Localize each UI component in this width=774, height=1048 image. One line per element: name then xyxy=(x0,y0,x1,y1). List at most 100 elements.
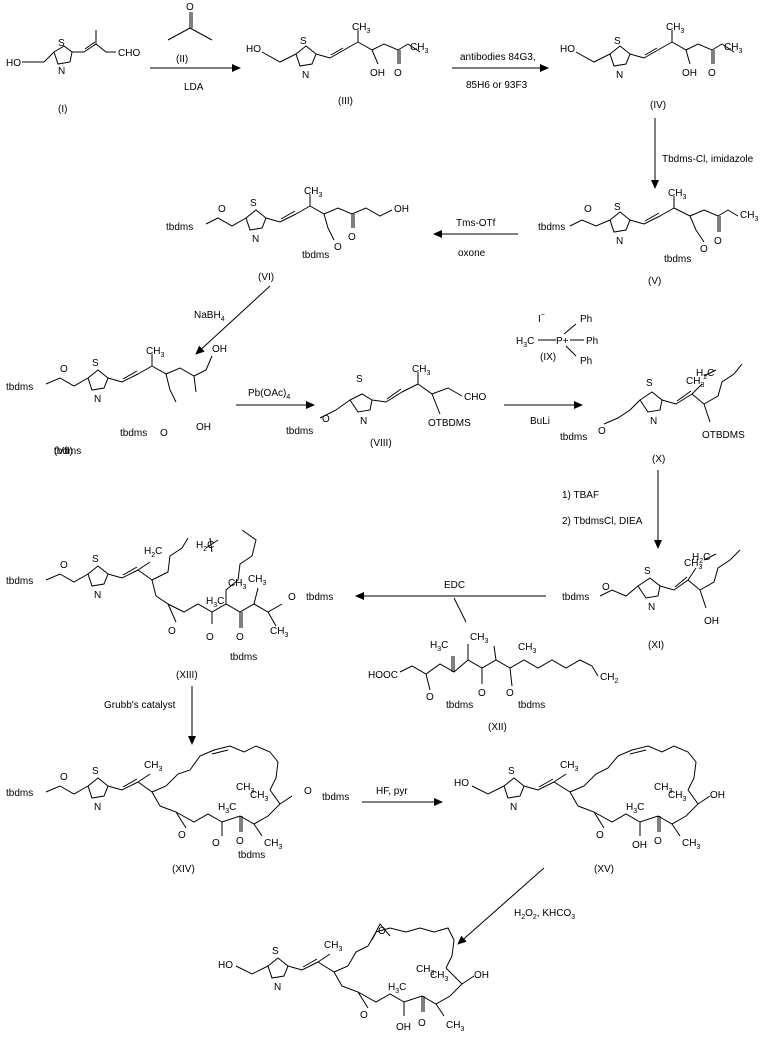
methyl-CH3: CH3 xyxy=(470,632,488,645)
atom-O: O xyxy=(236,836,244,847)
atom-O: O xyxy=(708,68,716,79)
group-tbdms: tbdms xyxy=(238,850,265,861)
atom-N: N xyxy=(510,802,517,813)
compound-label: (X) xyxy=(652,454,665,465)
methyl-H3C: H3C xyxy=(206,596,224,609)
atom-O: O xyxy=(160,428,168,439)
compound-VI: tbdms O S N tbdms O O OH CH3 (VI) xyxy=(166,186,409,283)
atom-OH: OH xyxy=(710,790,725,801)
atom-O: O xyxy=(206,632,214,643)
vinyl-CH2: CH2 xyxy=(600,672,618,685)
atom-O: O xyxy=(596,830,604,841)
group-tbdms: tbdms xyxy=(166,222,193,233)
atom-OH: OH xyxy=(682,68,697,79)
atom-S: S xyxy=(92,554,99,565)
wittig-reagent-IX: I− H3C P+ Ph Ph Ph (IX) xyxy=(516,312,598,367)
compound-label: (IX) xyxy=(540,352,556,363)
methyl-H3C: H3C xyxy=(218,802,236,815)
atom-OH: OH xyxy=(196,422,211,433)
methyl-CH3: CH3 xyxy=(416,964,434,977)
compound-label: (VIII) xyxy=(370,438,392,449)
atom-OH: OH xyxy=(396,1022,411,1033)
methyl-CH3: CH3 xyxy=(740,210,758,223)
group-tbdms: tbdms xyxy=(302,250,329,261)
group-tbdms: tbdms xyxy=(560,432,587,443)
methyl-CH3: CH3 xyxy=(352,22,370,35)
group-tbdms: tbdms xyxy=(230,652,257,663)
arrow-XV-XVI xyxy=(457,867,545,945)
compound-XIII: tbdms O S N O tbdms O O tbdms O H2C H2C … xyxy=(6,529,333,681)
methyl-CH3: CH3 xyxy=(666,22,684,35)
compound-label: (VI) xyxy=(258,272,274,283)
group-tbdms: tbdms xyxy=(120,428,147,439)
atom-O: O xyxy=(714,236,722,247)
group-tbdms: tbdms xyxy=(446,700,473,711)
atom-O: O xyxy=(218,204,226,215)
compound-I: HO S N CHO (I) xyxy=(6,30,140,115)
methyl-CH3: CH3 xyxy=(446,1020,464,1033)
atom-O: O xyxy=(506,688,514,699)
compound-III: HO S N OH O CH3 CH3 (III) xyxy=(246,22,428,107)
group-OTBDMS: OTBDMS xyxy=(428,418,471,429)
compound-V: tbdms O S N tbdms O O CH3 CH3 (V) xyxy=(538,188,758,287)
atom-O: O xyxy=(288,592,296,603)
methyl-H3C: H3C xyxy=(430,640,448,653)
methyl-CH3: CH3 xyxy=(146,346,164,359)
group-CHO: CHO xyxy=(464,392,486,403)
arrow-VI-VII xyxy=(195,285,271,355)
atom-N: N xyxy=(274,982,281,993)
atom-N: N xyxy=(360,416,367,427)
atom-N: N xyxy=(94,394,101,405)
group-tbdms: tbdms xyxy=(664,254,691,265)
atom-O: O xyxy=(478,688,486,699)
reagent-nabh4: NaBH4 xyxy=(194,310,225,323)
methyl-CH3: CH3 xyxy=(686,376,704,389)
compound-IV: HO S N OH O CH3 CH3 (IV) xyxy=(560,22,742,111)
atom-OH: OH xyxy=(394,204,409,215)
compound-label: (XI) xyxy=(648,640,664,651)
reagent-antibodies: antibodies 84G3, xyxy=(460,52,536,63)
atom-N: N xyxy=(616,236,623,247)
atom-N: N xyxy=(252,234,259,245)
atom-S: S xyxy=(250,198,257,209)
methyl-H3C: H3C xyxy=(626,802,644,815)
atom-O: O xyxy=(598,426,606,437)
group-tbdms: tbdms xyxy=(538,222,565,233)
methyl-CH3: CH3 xyxy=(144,760,162,773)
atom-O: O xyxy=(418,1018,426,1029)
compound-label: (XIII) xyxy=(176,670,198,681)
methyl-CH3: CH3 xyxy=(682,838,700,851)
atom-O: O xyxy=(60,364,68,375)
atom-HO: HO xyxy=(218,960,233,971)
methyl-CH3: CH3 xyxy=(264,838,282,851)
methyl-CH3: CH3 xyxy=(412,364,430,377)
atom-N: N xyxy=(616,70,623,81)
methyl-CH3: CH3 xyxy=(248,574,266,587)
phenyl-Ph: Ph xyxy=(580,356,592,367)
compound-XVI: HO S N O O OH O OH CH3 CH3 H3C CH3 CH3 xyxy=(218,923,489,1033)
atom-HO: HO xyxy=(560,44,575,55)
reagent-antibodies-2: 85H6 or 93F3 xyxy=(466,80,528,91)
atom-HO: HO xyxy=(6,58,21,69)
methyl-CH3: CH3 xyxy=(270,626,288,639)
methyl-CH3: CH3 xyxy=(324,940,342,953)
atom-O: O xyxy=(584,204,592,215)
compound-XI: tbdms O S N OH H2C CH3 (XI) xyxy=(562,549,741,651)
reagent-h2o2-khco3: H2O2, KHCO3 xyxy=(514,908,575,921)
atom-OH: OH xyxy=(212,344,227,355)
reagent-oxone: oxone xyxy=(458,248,486,259)
atom-S: S xyxy=(272,946,279,957)
atom-O: O xyxy=(212,838,220,849)
atom-N: N xyxy=(94,802,101,813)
atom-S: S xyxy=(300,36,307,47)
methyl-CH3: CH3 xyxy=(250,790,268,803)
methyl-H3C: H3C xyxy=(388,982,406,995)
reagent-tmsotf: Tms-OTf xyxy=(456,218,496,229)
methyl-CH3: CH3 xyxy=(304,186,322,199)
methyl-CH3: CH3 xyxy=(684,558,702,571)
atom-N: N xyxy=(648,602,655,613)
atom-O: O xyxy=(654,836,662,847)
atom-O: O xyxy=(394,68,402,79)
atom-O: O xyxy=(168,626,176,637)
